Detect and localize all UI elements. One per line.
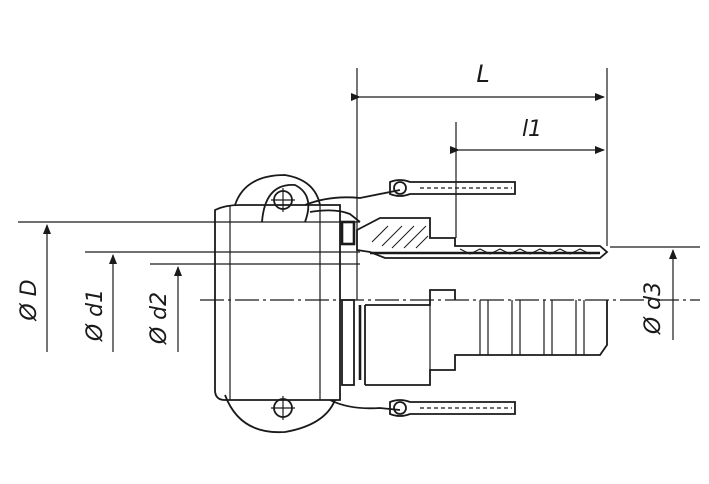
diameter-D-label: Ø D [17,279,42,321]
dimension-L: L [351,60,605,101]
diameter-dimensions-left: Ø D Ø d1 Ø d2 [17,224,182,352]
cam-arm-bottom [329,399,516,417]
seal [340,220,362,386]
reference-lines [18,221,700,301]
dimension-L-label: L [476,60,489,88]
coupler-body [214,174,341,434]
diameter-dimension-right: Ø d3 [641,249,677,340]
diameter-d3-label: Ø d3 [641,282,666,335]
dimension-l1-label: l1 [522,117,542,142]
dimension-l1: l1 [450,117,605,154]
diameter-d2-label: Ø d2 [147,292,172,345]
diameter-d1-label: Ø d1 [83,289,108,342]
extension-lines [356,68,608,300]
hose-tail-exterior [364,289,608,386]
cam-arm-top [304,179,516,223]
adapter-section [356,217,609,259]
